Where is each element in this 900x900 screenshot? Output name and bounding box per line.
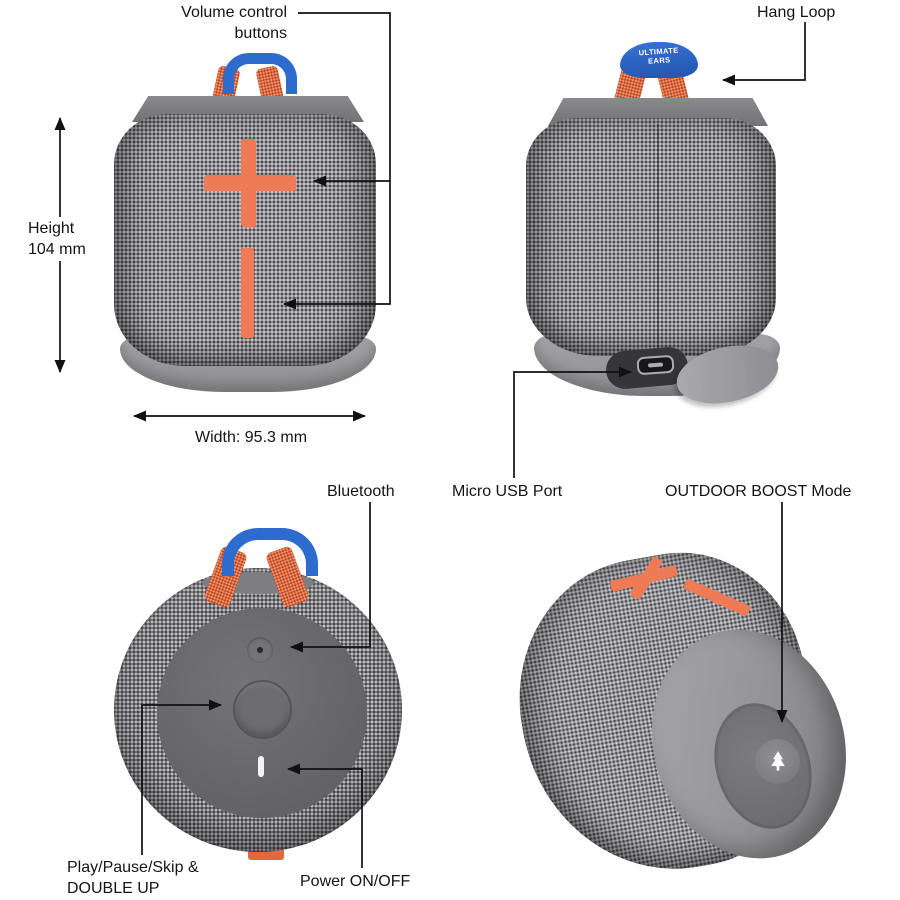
hang-loop-label: Hang Loop bbox=[757, 4, 836, 21]
back-hang-loop-band bbox=[620, 42, 698, 78]
outdoor-boost-tree-icon bbox=[770, 750, 785, 771]
bluetooth-mic-hole bbox=[257, 647, 263, 653]
back-seam-line bbox=[657, 124, 659, 350]
volume-control-label: Volume control buttons bbox=[181, 4, 287, 42]
micro-usb-label: Micro USB Port bbox=[452, 483, 563, 500]
power-label: Power ON/OFF bbox=[300, 873, 411, 890]
outdoor-boost-label: OUTDOOR BOOST Mode bbox=[665, 483, 852, 500]
play-pause-label: Play/Pause/Skip & DOUBLE UP bbox=[67, 859, 199, 897]
bluetooth-mic-hole-ring bbox=[247, 637, 273, 663]
volume-up-button-crossbar bbox=[204, 175, 296, 191]
back-fabric-body bbox=[526, 118, 776, 356]
power-button bbox=[258, 756, 264, 777]
width-label: Width: 95.3 mm bbox=[194, 429, 308, 446]
outdoor-boost-button bbox=[755, 739, 800, 784]
volume-down-button bbox=[241, 248, 254, 338]
bluetooth-label: Bluetooth bbox=[327, 483, 395, 500]
height-label: Height 104 mm bbox=[26, 217, 88, 261]
play-pause-button bbox=[233, 680, 292, 739]
